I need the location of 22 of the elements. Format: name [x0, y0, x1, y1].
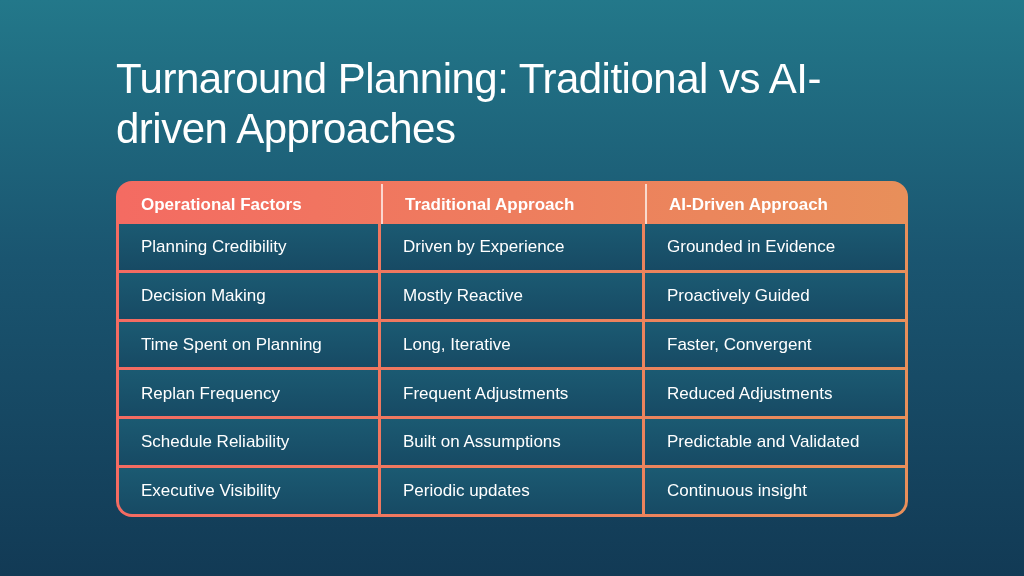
table-cell: Frequent Adjustments	[381, 370, 642, 417]
table-cell: Grounded in Evidence	[645, 224, 905, 270]
table-cell: Driven by Experience	[381, 224, 642, 270]
table-cell: Executive Visibility	[119, 468, 378, 514]
column-header: Traditional Approach	[405, 194, 575, 216]
title: Turnaround Planning: Traditional vs AI-driven Approaches	[116, 54, 823, 154]
table-cell: Schedule Reliability	[119, 419, 378, 466]
table-cell: Proactively Guided	[645, 272, 905, 319]
table-cell: Planning Credibility	[119, 224, 378, 270]
table-cell: Decision Making	[119, 272, 378, 319]
table-cell: Built on Assumptions	[381, 419, 642, 466]
table-cell: Periodic updates	[381, 468, 642, 514]
table-cell: Predictable and Validated	[645, 419, 905, 466]
table-cell: Time Spent on Planning	[119, 321, 378, 368]
table-cell: Continuous insight	[645, 468, 905, 514]
column-header: AI-Driven Approach	[669, 194, 828, 216]
table-cell: Reduced Adjustments	[645, 370, 905, 417]
table-cell: Long, Iterative	[381, 321, 642, 368]
table-cell: Mostly Reactive	[381, 272, 642, 319]
table-cell: Faster, Convergent	[645, 321, 905, 368]
table-cell: Replan Frequency	[119, 370, 378, 417]
column-header: Operational Factors	[141, 194, 302, 216]
